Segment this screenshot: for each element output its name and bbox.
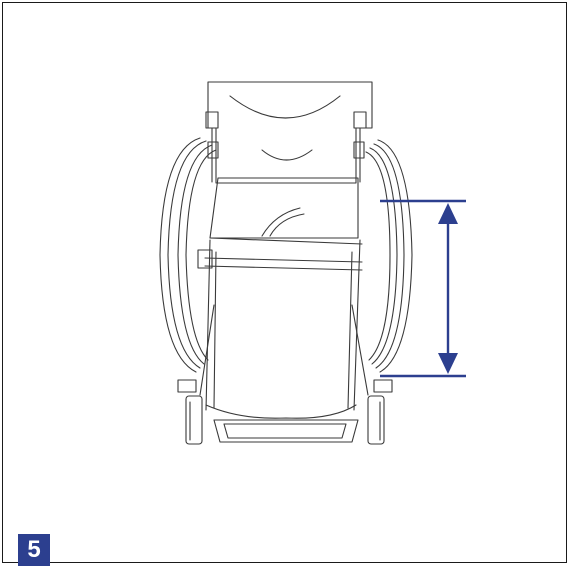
- left-wheel: [159, 137, 217, 373]
- wheelchair-frame: [197, 239, 369, 443]
- measurement-arrow: [380, 199, 466, 378]
- step-number-badge: 5: [18, 534, 50, 566]
- seat-cushion: [209, 177, 363, 245]
- figure-frame: [2, 2, 567, 563]
- backrest: [205, 81, 373, 184]
- right-wheel: [365, 139, 413, 373]
- front-casters: [177, 379, 393, 445]
